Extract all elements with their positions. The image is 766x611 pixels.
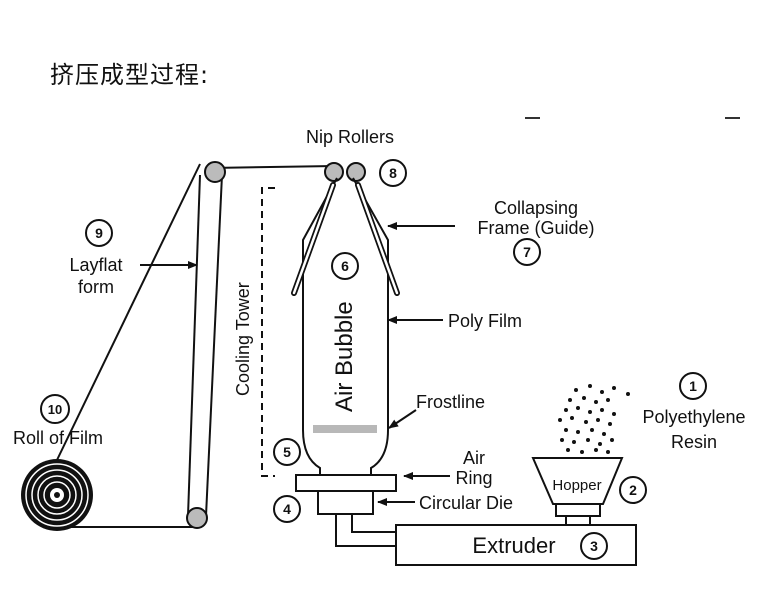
label-layflat-1: Layflat <box>69 255 122 275</box>
cooling-tower-bracket <box>261 187 275 477</box>
label-air-ring-2: Ring <box>455 468 492 488</box>
hopper-neck <box>555 503 601 517</box>
callout-circle-2 <box>619 476 647 504</box>
callout-number-2: 2 <box>629 482 637 498</box>
label-circular-die: Circular Die <box>419 493 513 513</box>
hopper-body <box>531 457 624 505</box>
label-cooling-tower: Cooling Tower <box>233 282 253 396</box>
number-circles: 1 2 3 4 5 6 7 8 9 10 <box>40 159 707 560</box>
bottom-roller <box>186 507 208 529</box>
label-frostline: Frostline <box>416 392 485 412</box>
callout-number-10: 10 <box>48 402 62 417</box>
callout-circle-1 <box>679 372 707 400</box>
callout-circle-9 <box>85 219 113 247</box>
callout-circle-4 <box>273 495 301 523</box>
roll-of-film-graphic <box>21 459 93 531</box>
callout-number-8: 8 <box>389 165 397 181</box>
label-hopper: Hopper <box>552 477 601 494</box>
callout-number-9: 9 <box>95 225 103 241</box>
label-roll-of-film: Roll of Film <box>13 428 103 448</box>
air-ring <box>295 474 397 492</box>
label-collapsing-frame-1: Collapsing <box>494 198 578 218</box>
callout-circle-8 <box>379 159 407 187</box>
callout-circle-7 <box>513 238 541 266</box>
callout-circle-6 <box>331 252 359 280</box>
callout-number-5: 5 <box>283 444 291 460</box>
callout-number-6: 6 <box>341 258 349 274</box>
film-path <box>55 163 336 528</box>
air-bubble-outline <box>302 177 389 476</box>
label-nip-rollers: Nip Rollers <box>306 127 394 147</box>
callout-number-7: 7 <box>523 244 531 260</box>
circular-die <box>317 490 374 515</box>
callout-number-3: 3 <box>590 538 598 554</box>
page-title: 挤压成型过程: <box>50 61 210 89</box>
nip-roller-right <box>346 162 366 182</box>
label-air-bubble: Air Bubble <box>331 301 358 412</box>
label-poly-film: Poly Film <box>448 311 522 331</box>
label-collapsing-frame-2: Frame (Guide) <box>477 218 594 238</box>
label-polyethylene-2: Resin <box>671 432 717 452</box>
label-extruder: Extruder <box>472 533 555 558</box>
top-left-roller <box>204 161 226 183</box>
callout-circle-5 <box>273 438 301 466</box>
die-feed-pipe <box>335 514 398 547</box>
callout-number-1: 1 <box>689 378 697 394</box>
frostline-band <box>313 425 377 433</box>
label-air-ring-1: Air <box>463 448 485 468</box>
callout-circle-3 <box>580 532 608 560</box>
callout-circle-10 <box>40 394 70 424</box>
nip-roller-left <box>324 162 344 182</box>
label-layflat-2: form <box>78 277 114 297</box>
label-polyethylene-1: Polyethylene <box>642 407 745 427</box>
arrow-frostline <box>388 409 417 429</box>
resin-pellets <box>558 384 630 454</box>
callout-number-4: 4 <box>283 501 291 517</box>
